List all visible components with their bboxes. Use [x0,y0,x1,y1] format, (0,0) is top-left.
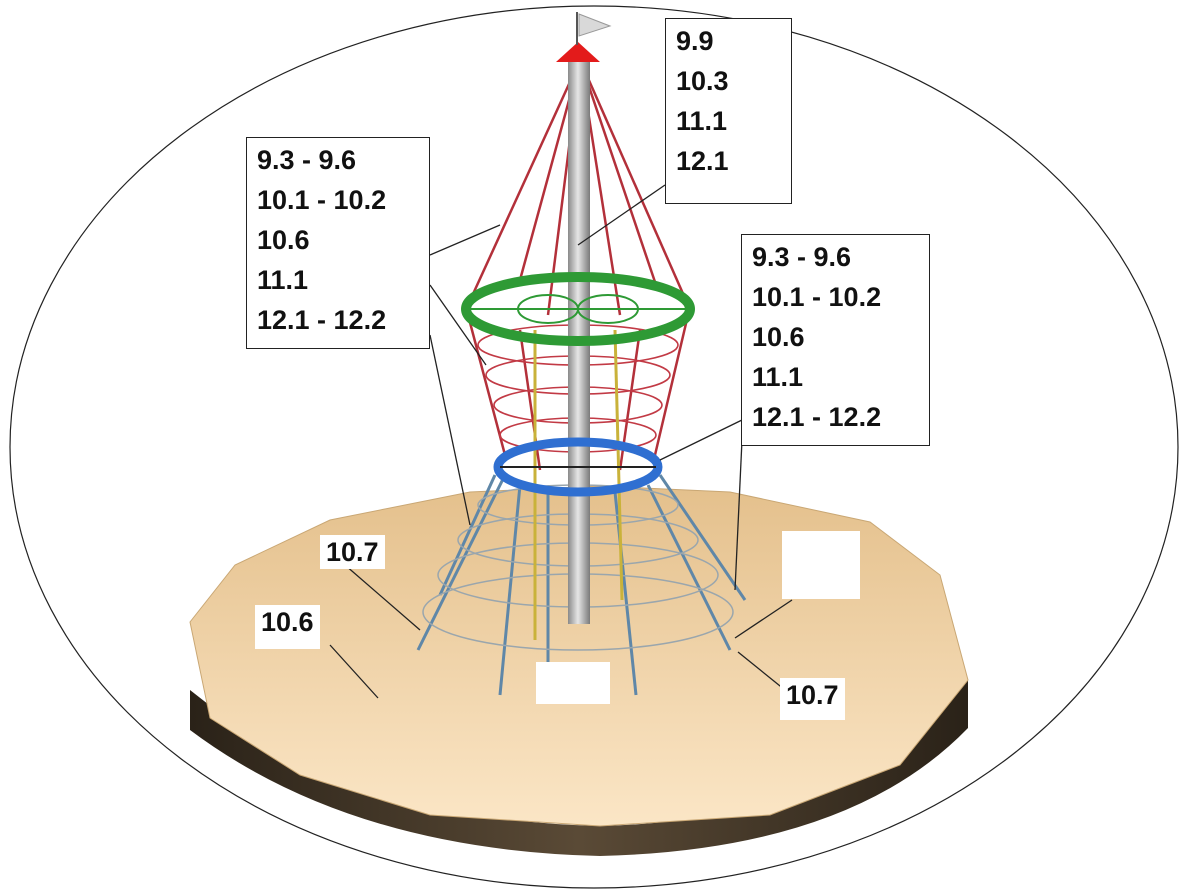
callout-line: 9.3 - 9.6 [752,242,852,272]
callout-line: 12.1 - 12.2 [257,305,387,335]
callout-upper-left: 9.3 - 9.6 10.1 - 10.2 10.6 11.1 12.1 - 1… [246,137,430,349]
callout-line: 11.1 [676,106,728,136]
callout-line: 10.1 - 10.2 [257,185,387,215]
callout-line: 12.1 - 12.2 [752,402,882,432]
upper-ring-web [470,294,686,324]
blank-label-right [782,531,860,599]
callout-line: 12.1 [676,146,729,176]
callout-top-right: 9.9 10.3 11.1 12.1 [665,18,792,204]
callout-line: 10.1 - 10.2 [752,282,882,312]
upper-ring [461,272,695,346]
flag [578,13,612,37]
pole-cap [556,42,600,62]
callout-mid-right: 9.3 - 9.6 10.1 - 10.2 10.6 11.1 12.1 - 1… [741,234,930,446]
callout-line: 9.9 [676,26,714,56]
callout-line: 11.1 [752,362,804,392]
safety-zone-outline [9,5,1179,889]
base-platform-top [189,485,969,827]
lower-ring [493,437,663,497]
callout-line: 9.3 - 9.6 [257,145,357,175]
lower-net [416,474,747,696]
callout-line: 10.3 [676,66,729,96]
tag-base-left-lower: 10.6 [255,605,320,649]
blank-label-center [536,662,610,704]
tag-base-left-upper: 10.7 [320,535,385,569]
leader-lines [329,184,793,699]
callout-line: 10.6 [257,225,310,255]
tag-base-right: 10.7 [780,678,845,720]
callout-line: 10.6 [752,322,805,352]
callout-line: 11.1 [257,265,309,295]
